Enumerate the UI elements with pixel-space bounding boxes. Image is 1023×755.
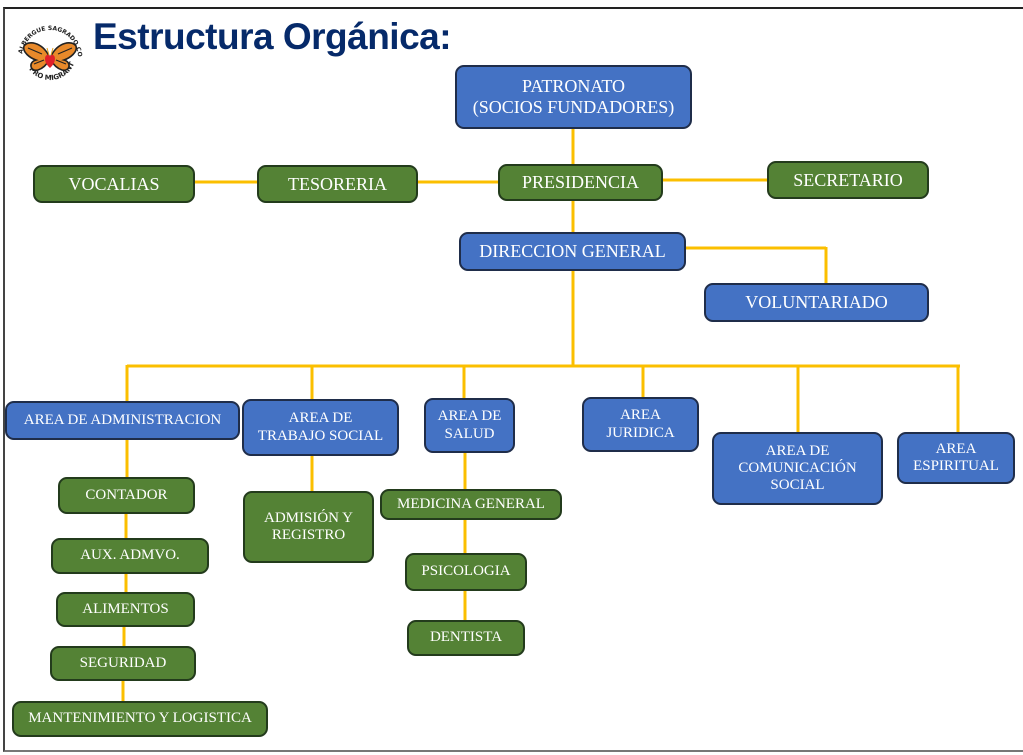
- node-area-trabajo-social[interactable]: AREA DE TRABAJO SOCIAL: [242, 399, 399, 456]
- node-aux-admvo[interactable]: AUX. ADMVO.: [51, 538, 209, 574]
- node-area-administracion[interactable]: AREA DE ADMINISTRACION: [5, 401, 240, 440]
- node-secretario[interactable]: SECRETARIO: [767, 161, 929, 199]
- node-area-comunicacion-social[interactable]: AREA DE COMUNICACIÓN SOCIAL: [712, 432, 883, 505]
- node-tesoreria[interactable]: TESORERIA: [257, 165, 418, 203]
- node-area-espiritual[interactable]: AREA ESPIRITUAL: [897, 432, 1015, 484]
- node-alimentos[interactable]: ALIMENTOS: [56, 592, 195, 627]
- node-admision-registro[interactable]: ADMISIÓN Y REGISTRO: [243, 491, 374, 563]
- node-mantenimiento-logistica[interactable]: MANTENIMIENTO Y LOGISTICA: [12, 701, 268, 737]
- node-area-salud[interactable]: AREA DE SALUD: [424, 398, 515, 453]
- node-medicina-general[interactable]: MEDICINA GENERAL: [380, 489, 562, 520]
- node-patronato[interactable]: PATRONATO (SOCIOS FUNDADORES): [455, 65, 692, 129]
- node-area-juridica[interactable]: AREA JURIDICA: [582, 397, 699, 452]
- node-vocalias[interactable]: VOCALIAS: [33, 165, 195, 203]
- node-seguridad[interactable]: SEGURIDAD: [50, 646, 196, 681]
- node-voluntariado[interactable]: VOLUNTARIADO: [704, 283, 929, 322]
- node-direccion-general[interactable]: DIRECCION GENERAL: [459, 232, 686, 271]
- node-psicologia[interactable]: PSICOLOGIA: [405, 553, 527, 591]
- node-dentista[interactable]: DENTISTA: [407, 620, 525, 656]
- page-title: Estructura Orgánica:: [93, 16, 452, 57]
- node-contador[interactable]: CONTADOR: [58, 477, 195, 514]
- slide-frame: [3, 7, 1023, 752]
- node-presidencia[interactable]: PRESIDENCIA: [498, 164, 663, 201]
